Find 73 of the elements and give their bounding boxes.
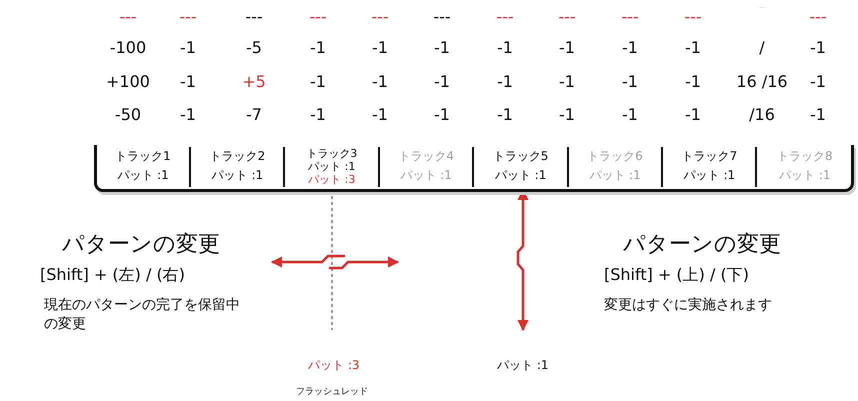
value-text: -1 [180,105,196,125]
pad-label: パット :3 [308,358,360,372]
value-text: -1 [434,105,450,125]
value-text: -1 [180,38,196,58]
pad-number: パット :1 [494,167,548,184]
track-name: トラック6 [586,148,644,165]
track-name: トラック8 [776,148,834,165]
value-text: -1 [180,72,196,92]
pad-number: パット :1 [307,160,356,173]
value-text: -50 [114,105,142,125]
value-text: -1 [685,38,701,58]
value-text: -1 [685,72,701,92]
placeholder-dashes: --- [809,7,827,27]
value-text: -1 [559,105,575,125]
value-text: -1 [372,38,388,58]
description-text: 変更はすぐに実施されます [604,296,773,315]
value-text: -1 [372,105,388,125]
value-text: 16 /16 [736,72,788,92]
value-text: -1 [559,38,575,58]
value-text: -1 [622,72,638,92]
pad-number: パット :1 [116,167,170,184]
pad-label: パット :1 [497,358,548,372]
value-text: -1 [622,38,638,58]
pad-number: パット :1 [210,167,264,184]
heading: パターンの変更 [62,231,220,259]
value-text: -7 [246,105,262,125]
value-text: -1 [310,72,326,92]
value-text: -1 [810,38,826,58]
pad-number: パット :3 [307,173,356,186]
placeholder-dashes: --- [621,7,639,27]
track-name: トラック2 [208,148,266,165]
placeholder-dashes: --- [684,7,702,27]
shortcut-text: [Shift] + (左) / (右) [40,264,185,286]
track-name: トラック7 [680,148,738,165]
value-text: +100 [106,72,150,92]
placeholder-dashes: --- [558,7,576,27]
track-name: トラック4 [397,148,455,165]
value-text: -1 [310,38,326,58]
value-text: -1 [434,38,450,58]
placeholder-dashes: --- [496,7,514,27]
track-name: トラック3 [305,147,358,160]
description-text: 現在のパターンの完了を保留中の変更 [44,296,241,334]
pad-number: パット :1 [682,167,736,184]
placeholder-dashes: --- [371,7,389,27]
caption-text: フラッシュレッド [296,386,368,398]
value-text: /16 [749,105,775,125]
track-name: トラック1 [114,148,172,165]
value-text: -1 [810,105,826,125]
value-text: +5 [242,72,266,92]
placeholder-dashes: --- [245,7,263,27]
pad-number: パット :1 [399,167,453,184]
value-text: -5 [246,38,262,58]
value-text: -1 [559,72,575,92]
value-text: -1 [497,105,513,125]
value-text: -1 [810,72,826,92]
heading: パターンの変更 [623,231,781,259]
value-text: -1 [434,72,450,92]
value-text: -1 [622,105,638,125]
pad-number: パット :1 [778,167,832,184]
value-text: -100 [110,38,146,58]
value-text: -1 [685,105,701,125]
placeholder-dashes: --- [309,7,327,27]
track-name: トラック5 [492,148,550,165]
value-text: -1 [497,72,513,92]
pad-number: パット :1 [588,167,642,184]
placeholder-dashes: --- [119,7,137,27]
value-text: / [759,38,765,58]
value-text: -1 [310,105,326,125]
value-text: -1 [372,72,388,92]
placeholder-dashes: --- [433,7,451,27]
placeholder-dashes: --- [179,7,197,27]
shortcut-text: [Shift] + (上) / (下) [604,264,749,286]
value-text: -1 [497,38,513,58]
